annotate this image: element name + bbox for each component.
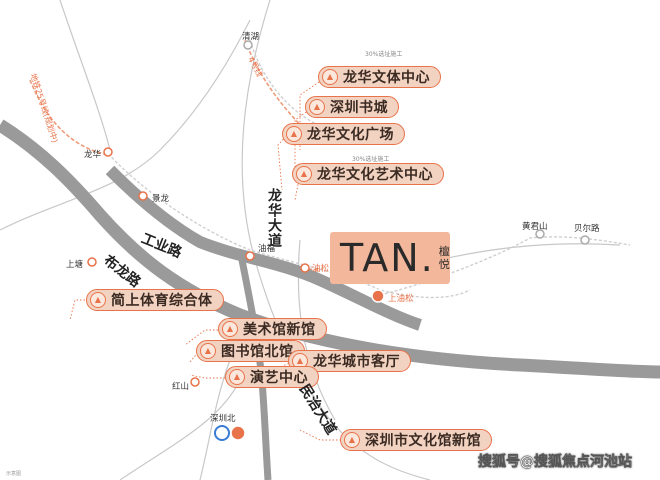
metro-icon [190,377,200,387]
landmark-icon: ▲ [322,69,338,85]
brand-chinese: 檀悦 [438,245,450,271]
rail-icon [214,425,230,441]
metro-icon [103,147,113,157]
metro-icon [371,289,385,303]
landmark-icon: ▲ [229,369,245,385]
landmark-icon: ▲ [309,99,325,115]
station-label: 黄君山 [522,222,548,232]
landmark-icon: ▲ [286,126,302,142]
metro-icon [580,235,590,245]
landmark-pill[interactable]: ▲ 简上体育综合体 [86,289,224,311]
station-label: 景龙 [152,194,170,204]
landmark-pill[interactable]: ▲ 龙华文化广场 [282,123,405,145]
landmark-icon: ▲ [200,343,216,359]
metro-icon [535,229,545,239]
station-label: 油松 [312,264,330,274]
metro-icon [245,251,255,261]
station-label: 红山 [172,382,190,392]
map-note: 30%选址施工 [365,51,403,58]
watermark: 搜狐号@搜狐焦点河池站 [478,454,632,470]
station-label: 龙华 [84,150,102,160]
landmark-pill[interactable]: ▲ 龙华城市客厅 [288,350,411,372]
landmark-pill[interactable]: ▲ 深圳市文化馆新馆 [340,429,492,451]
metro-icon [300,263,310,273]
landmark-pill[interactable]: ▲ 演艺中心 [225,366,319,388]
station-label: 上塘 [66,260,84,270]
metro-icon [230,425,246,441]
station-label: 贝尔路 [574,224,600,234]
landmark-icon: ▲ [296,166,312,182]
station-label: 清湖 [242,32,260,42]
landmark-icon: ▲ [90,292,106,308]
station-label: 油福 [258,244,276,254]
station-label: 上油松 [388,294,414,304]
landmark-pill[interactable]: ▲ 龙华文体中心 [318,66,441,88]
landmark-pill[interactable]: ▲ 深圳书城 [305,96,399,118]
landmark-pill[interactable]: ▲ 美术馆新馆 [218,318,327,340]
map-note: 30%选址施工 [352,156,390,163]
metro-icon [138,191,148,201]
metro-icon [87,257,97,267]
landmark-icon: ▲ [222,321,238,337]
road-label: 龙华大道 [266,188,282,248]
metro-icon [243,40,253,50]
brand-name: TAN. [340,236,435,280]
landmark-pill[interactable]: ▲ 龙华文化艺术中心 [292,163,444,185]
project-brand-badge: TAN. 檀悦 [330,232,450,284]
station-label: 深圳北 [210,414,236,424]
map-footnote: 示意图 [6,471,22,477]
landmark-pill[interactable]: ▲ 图书馆北馆 [196,340,305,362]
landmark-icon: ▲ [344,432,360,448]
